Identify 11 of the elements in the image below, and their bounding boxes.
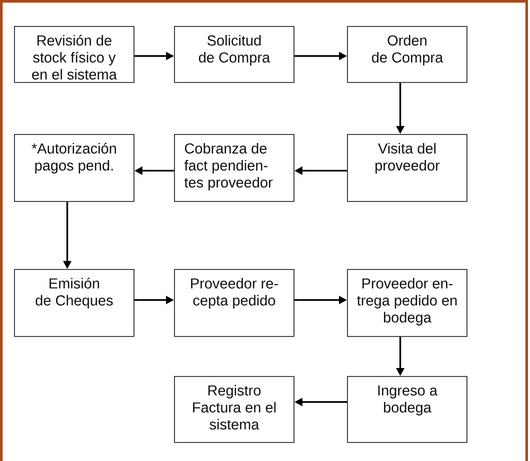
process-box: Cobranza de fact pendien- tes proveedor: [174, 134, 294, 202]
process-box: *Autorización pagos pend.: [14, 134, 134, 202]
process-box: Proveedor en- trega pedido en bodega: [347, 269, 468, 337]
process-box: Solicitud de Compra: [174, 26, 294, 83]
process-box: Registro Factura en el sistema: [174, 376, 294, 443]
process-box: Visita del proveedor: [347, 134, 468, 202]
process-box: Orden de Compra: [347, 26, 468, 83]
process-box: Ingreso a bodega: [347, 376, 468, 443]
process-box: Emisión de Cheques: [14, 269, 134, 337]
process-box: Proveedor re- cepta pedido: [174, 269, 294, 337]
process-box: Revisión de stock físico y en el sistema: [14, 26, 134, 83]
